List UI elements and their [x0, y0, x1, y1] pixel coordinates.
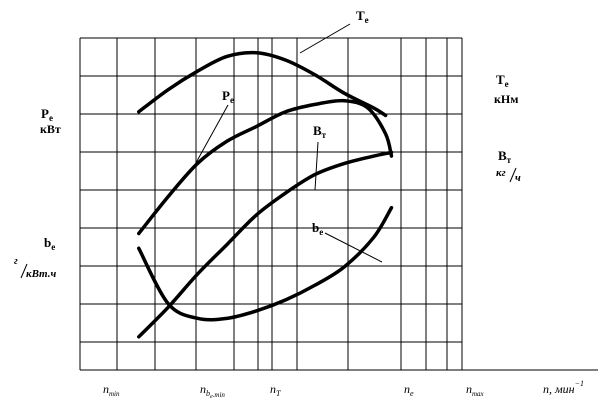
axis-unit-be-slash: [20, 263, 28, 279]
axis-label-be: be: [44, 235, 55, 252]
axis-unit-te: кНм: [494, 92, 518, 106]
curve-be: [137, 205, 394, 322]
series-label-pe: Pe: [222, 88, 234, 105]
axis-label-te: Te: [496, 72, 509, 89]
x-tick-n-min: nmin: [103, 382, 120, 398]
label-leader-lines: [191, 23, 383, 263]
axis-unit-bt-den: ч: [515, 172, 521, 184]
x-axis-label: n, мин−1: [543, 379, 584, 396]
series-label-be: be: [312, 220, 323, 237]
curves: [137, 50, 394, 339]
series-label-te: Te: [356, 8, 369, 25]
axis-unit-bt-slash: [509, 167, 517, 183]
axis-unit-be-num: г: [14, 256, 18, 267]
leader-te: [299, 23, 351, 54]
axis-label-bt: Bт: [498, 148, 512, 165]
leader-be: [324, 232, 383, 263]
axis-unit-bt-num: кг: [496, 167, 506, 179]
curve-pe: [137, 98, 394, 236]
x-tick-n-be-min: nbe.min: [200, 382, 225, 400]
leader-bt: [314, 141, 319, 191]
axis-label-pe: Pe: [41, 106, 53, 123]
grid: [79, 37, 598, 371]
axis-unit-be-den: кВт.ч: [26, 268, 56, 280]
axis-unit-pe: кВт: [40, 122, 61, 136]
series-label-bt: Bт: [313, 123, 327, 140]
x-tick-n-e: ne: [404, 382, 414, 398]
curve-te: [137, 50, 388, 118]
x-tick-n-t: nT: [270, 382, 281, 398]
curve-bt: [137, 150, 394, 339]
x-tick-n-max: nmax: [466, 382, 485, 398]
leader-pe: [191, 104, 229, 171]
